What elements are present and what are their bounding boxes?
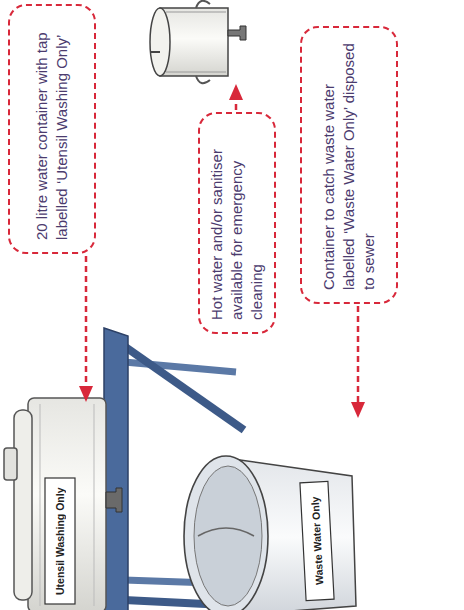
drum-rib [94,404,95,606]
stand-top [104,328,128,610]
arrow-head [79,386,93,402]
callout-box: Hot water and/or sanitiser available for… [198,112,276,334]
drum-top [14,410,32,600]
drum-sticker [45,478,75,604]
sanitiser-container [150,1,246,83]
drum-tap [106,488,122,512]
bucket-handle [198,528,254,536]
callout-text: Hot water and/or sanitiser available for… [207,126,268,320]
waste-bucket [184,456,356,610]
bucket-sticker [300,481,334,600]
callout-box: 20 litre water container with tap labell… [8,4,96,254]
stand-leg [124,346,244,430]
container-tap [228,26,246,40]
leader-line [357,306,360,404]
arrow-head [229,84,243,100]
arrow-head [351,402,365,418]
drum-rib [40,404,41,606]
stand-leg [124,362,236,372]
water-container [4,398,122,610]
container-rim [150,8,170,76]
container-band [166,12,226,13]
container-band [166,72,226,73]
bucket-opening [184,456,268,610]
drum-body [28,398,106,610]
container-label: Utensil Washing Only [46,480,74,602]
leader-line [85,256,88,388]
callout-text: 20 litre water container with tap labell… [32,18,73,240]
bucket-inside [194,466,262,606]
callout-box: Container to catch waste water labelled … [300,26,398,304]
container-hook [150,51,160,53]
drum-spout [4,448,17,480]
container-handle [196,1,210,83]
callout-text: Container to catch waste water labelled … [319,40,380,290]
